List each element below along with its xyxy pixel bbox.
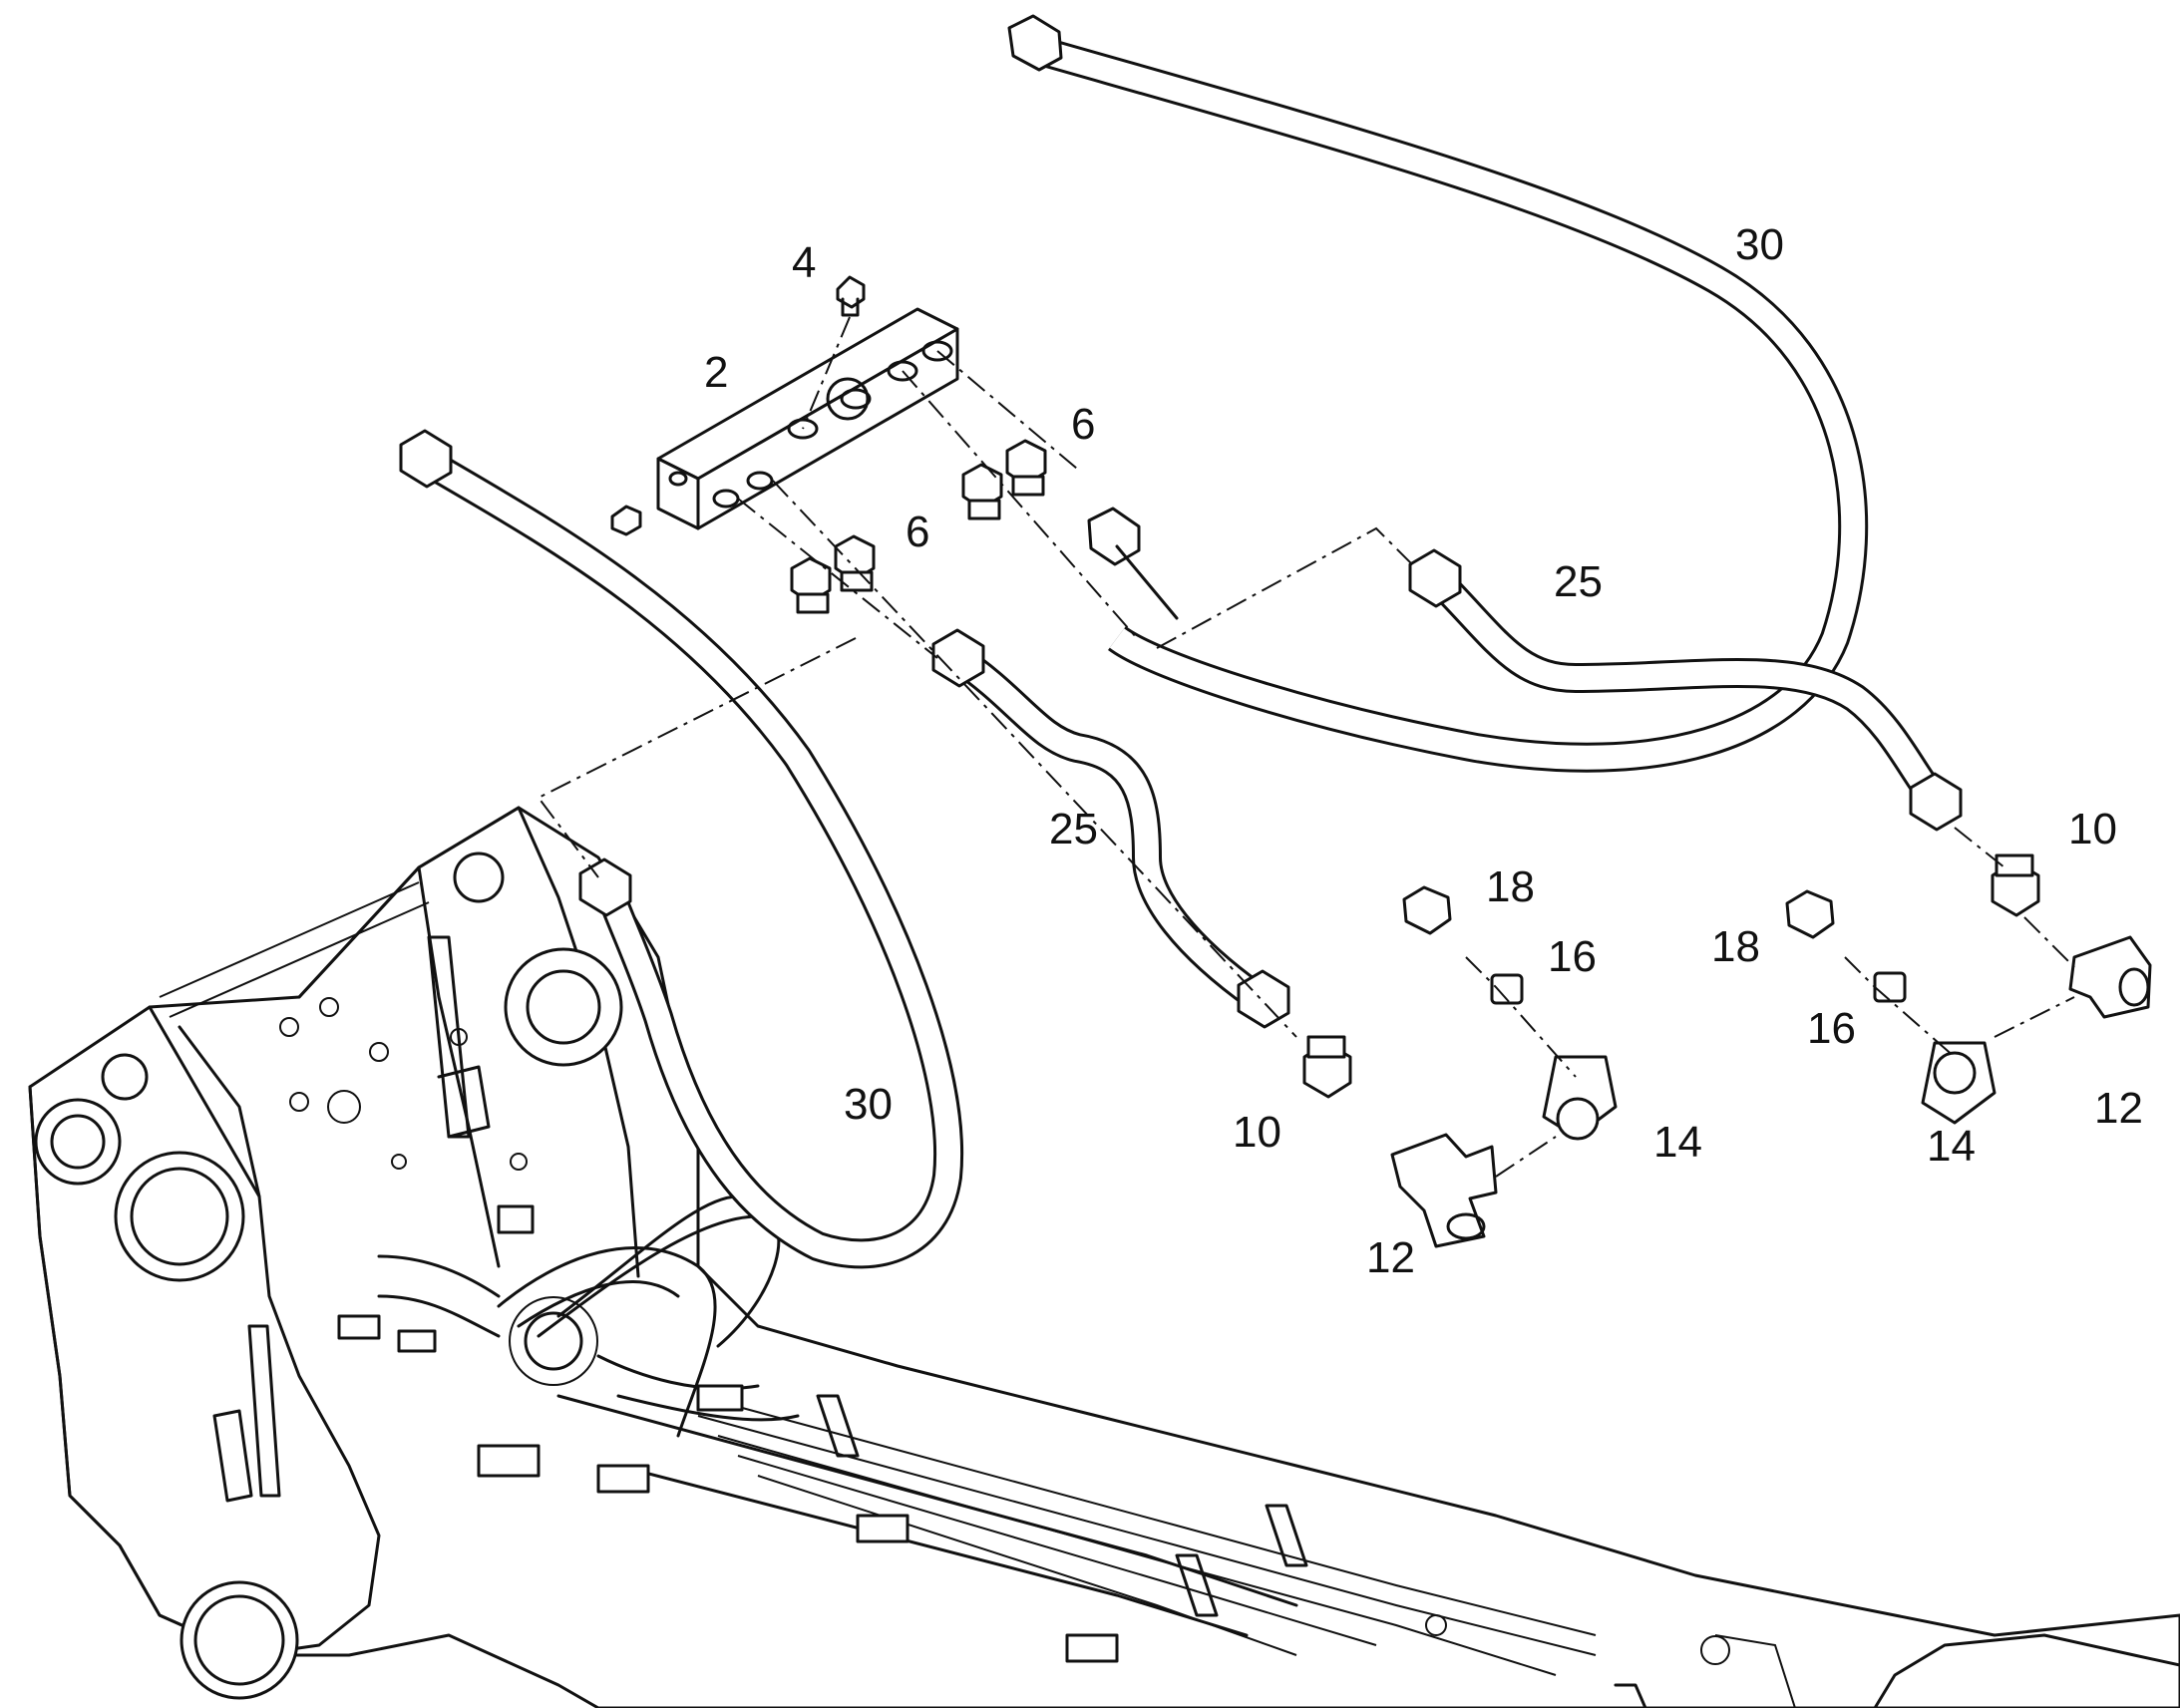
callout-14: 14 xyxy=(1927,1122,1976,1171)
callout-18: 18 xyxy=(1486,862,1535,911)
callout-25: 25 xyxy=(1554,557,1603,606)
hydraulic-hose-30-lower xyxy=(399,429,964,1269)
callout-30: 30 xyxy=(844,1080,893,1129)
adapter-fitting-icon xyxy=(790,439,1047,614)
manifold-block-icon xyxy=(656,307,959,530)
callout-12: 12 xyxy=(2094,1084,2143,1133)
cap-icon xyxy=(1402,885,1835,939)
boom-frame-icon xyxy=(28,806,2180,1708)
hydraulic-hose-25-right xyxy=(1408,548,1963,832)
callout-10: 10 xyxy=(2068,805,2117,854)
center-lines xyxy=(537,350,2075,1178)
hydraulic-hose-25-left xyxy=(931,628,1290,1029)
plug-icon xyxy=(610,505,642,536)
callout-30: 30 xyxy=(1735,220,1784,269)
callout-4: 4 xyxy=(792,238,816,287)
callout-12: 12 xyxy=(1366,1233,1415,1282)
callout-16: 16 xyxy=(1807,1004,1856,1053)
adapter-fitting-icon xyxy=(1302,854,2040,1099)
callout-14: 14 xyxy=(1653,1118,1702,1167)
callout-16: 16 xyxy=(1548,932,1597,981)
callout-labels: 4 2 6 6 30 30 25 25 10 10 18 18 16 16 14… xyxy=(704,220,2143,1282)
tee-fitting-icon xyxy=(1390,935,2152,1248)
elbow-fitting-icon xyxy=(1542,1041,1997,1141)
callout-18: 18 xyxy=(1711,922,1760,971)
plug-icon xyxy=(802,275,866,430)
callout-25: 25 xyxy=(1049,805,1098,854)
callout-6: 6 xyxy=(1071,400,1095,449)
callout-10: 10 xyxy=(1233,1108,1281,1157)
callout-2: 2 xyxy=(704,348,728,397)
hydraulic-hose-30-upper xyxy=(1007,14,1869,773)
callout-6: 6 xyxy=(906,508,929,556)
